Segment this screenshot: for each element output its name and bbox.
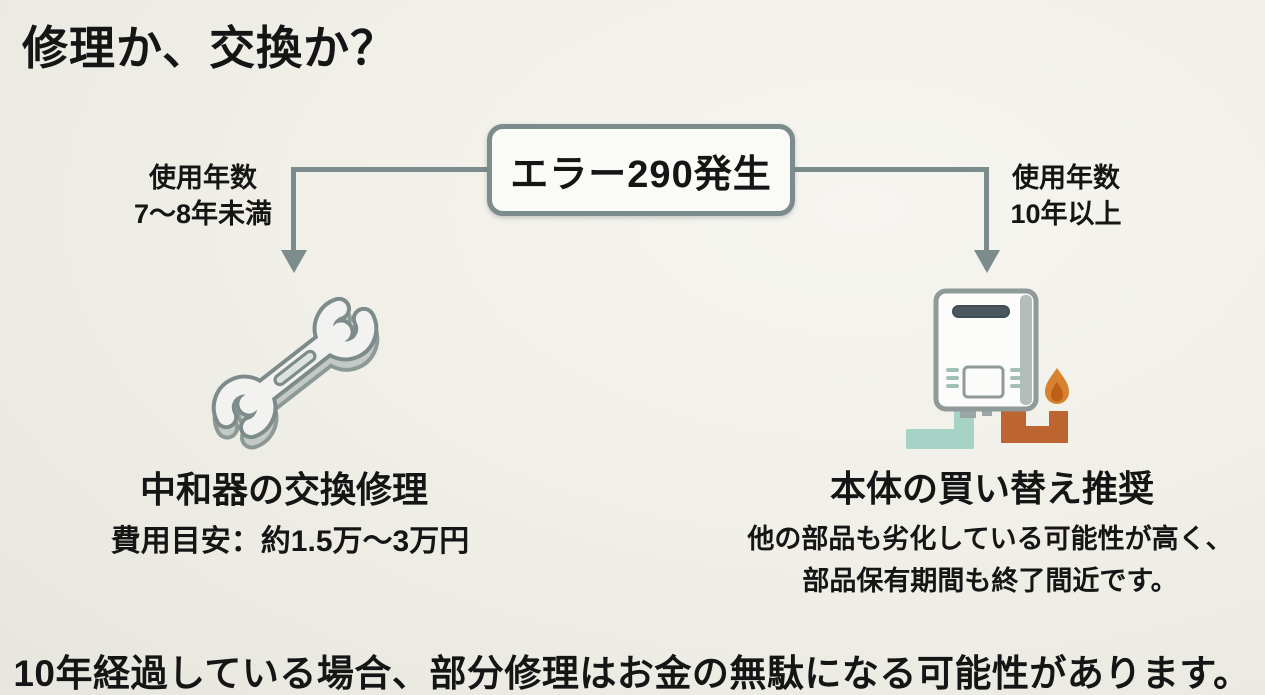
left-condition-line2: 7〜8年未満 [133,198,273,229]
connector-right-horizontal [795,167,987,172]
water-heater-icon [906,288,1069,449]
left-branch-detail: 費用目安：約1.5万〜3万円 [110,525,470,558]
left-branch-condition: 使用年数 7〜8年未満 [134,161,272,232]
connector-left-horizontal [293,167,487,172]
right-condition-line1: 使用年数 [1011,163,1120,193]
footer-note: 10年経過している場合、部分修理はお金の無駄になる可能性があります。 [13,653,1251,694]
right-branch-detail: 他の部品も劣化している可能性が高く、 部品保有期間も終了間近です。 [747,519,1232,603]
page-title: 修理か、交換か？ [22,22,398,74]
wrench-icon [211,296,380,450]
right-branch-condition: 使用年数 10年以上 [1010,161,1121,232]
left-condition-line1: 使用年数 [148,163,257,193]
flow-root-node: エラー290発生 [487,124,795,216]
arrow-down-left-icon [281,250,307,273]
right-branch-detail-line2: 部品保有期間も終了間近です。 [802,565,1178,596]
connector-left-vertical [291,167,296,251]
right-condition-line2: 10年以上 [1010,198,1122,229]
arrow-down-right-icon [974,250,1000,273]
right-branch-detail-line1: 他の部品も劣化している可能性が高く、 [747,524,1233,554]
flow-root-label: エラー290発生 [510,153,772,196]
right-branch-heading: 本体の買い替え推奨 [829,468,1155,509]
left-branch-heading: 中和器の交換修理 [139,469,429,510]
connector-right-vertical [984,167,989,251]
